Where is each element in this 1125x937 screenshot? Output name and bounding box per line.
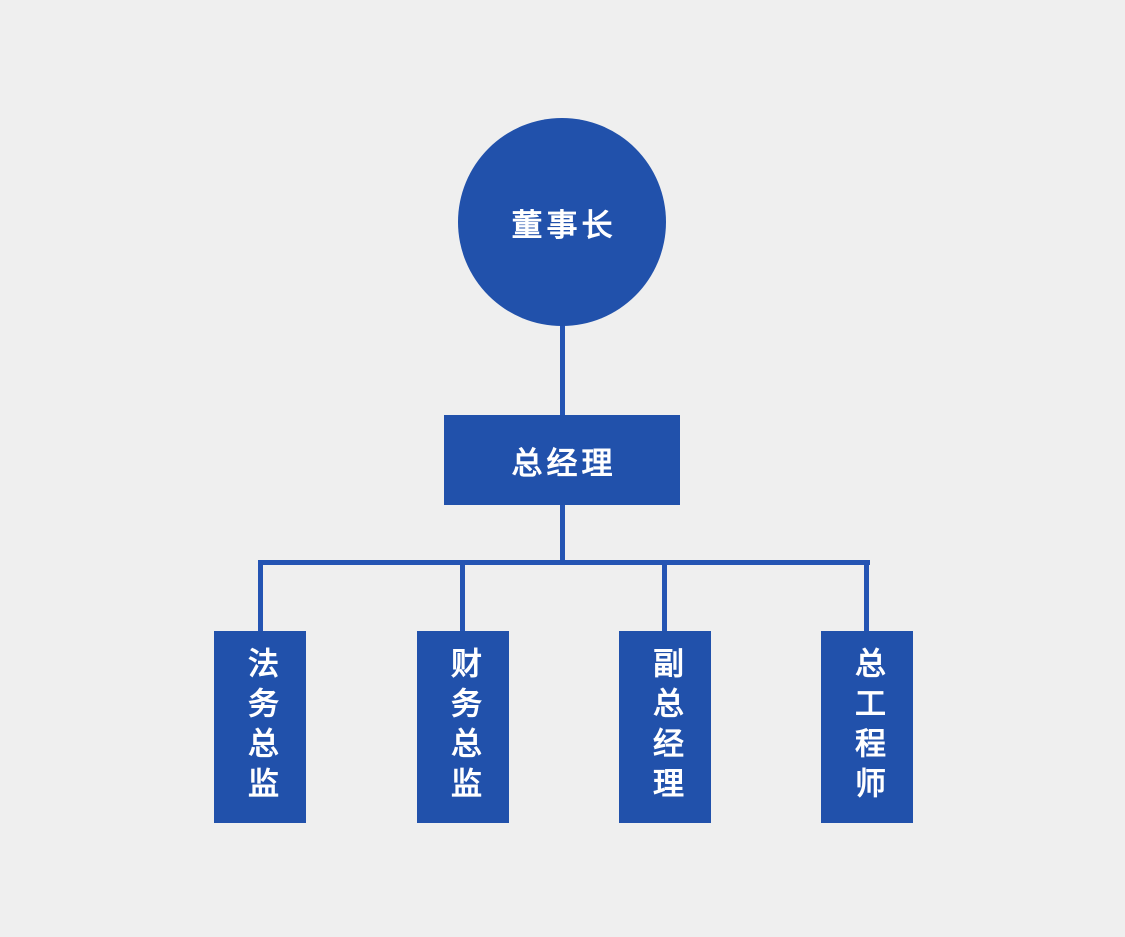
connector-gm-to-bus — [560, 503, 565, 565]
connector-drop-legal-director — [258, 560, 263, 633]
node-legal-director: 法务总监 — [214, 631, 306, 823]
node-chief-engineer: 总工程师 — [821, 631, 913, 823]
node-chairman: 董事长 — [458, 118, 666, 326]
node-general-manager: 总经理 — [444, 415, 680, 505]
connector-chairman-to-gm — [560, 325, 565, 417]
node-deputy-general-manager: 副总经理 — [619, 631, 711, 823]
connector-drop-finance-director — [460, 560, 465, 633]
node-finance-director: 财务总监 — [417, 631, 509, 823]
connector-drop-chief-engineer — [864, 560, 869, 633]
connector-drop-deputy-gm — [662, 560, 667, 633]
connector-horizontal-bus — [258, 560, 870, 565]
